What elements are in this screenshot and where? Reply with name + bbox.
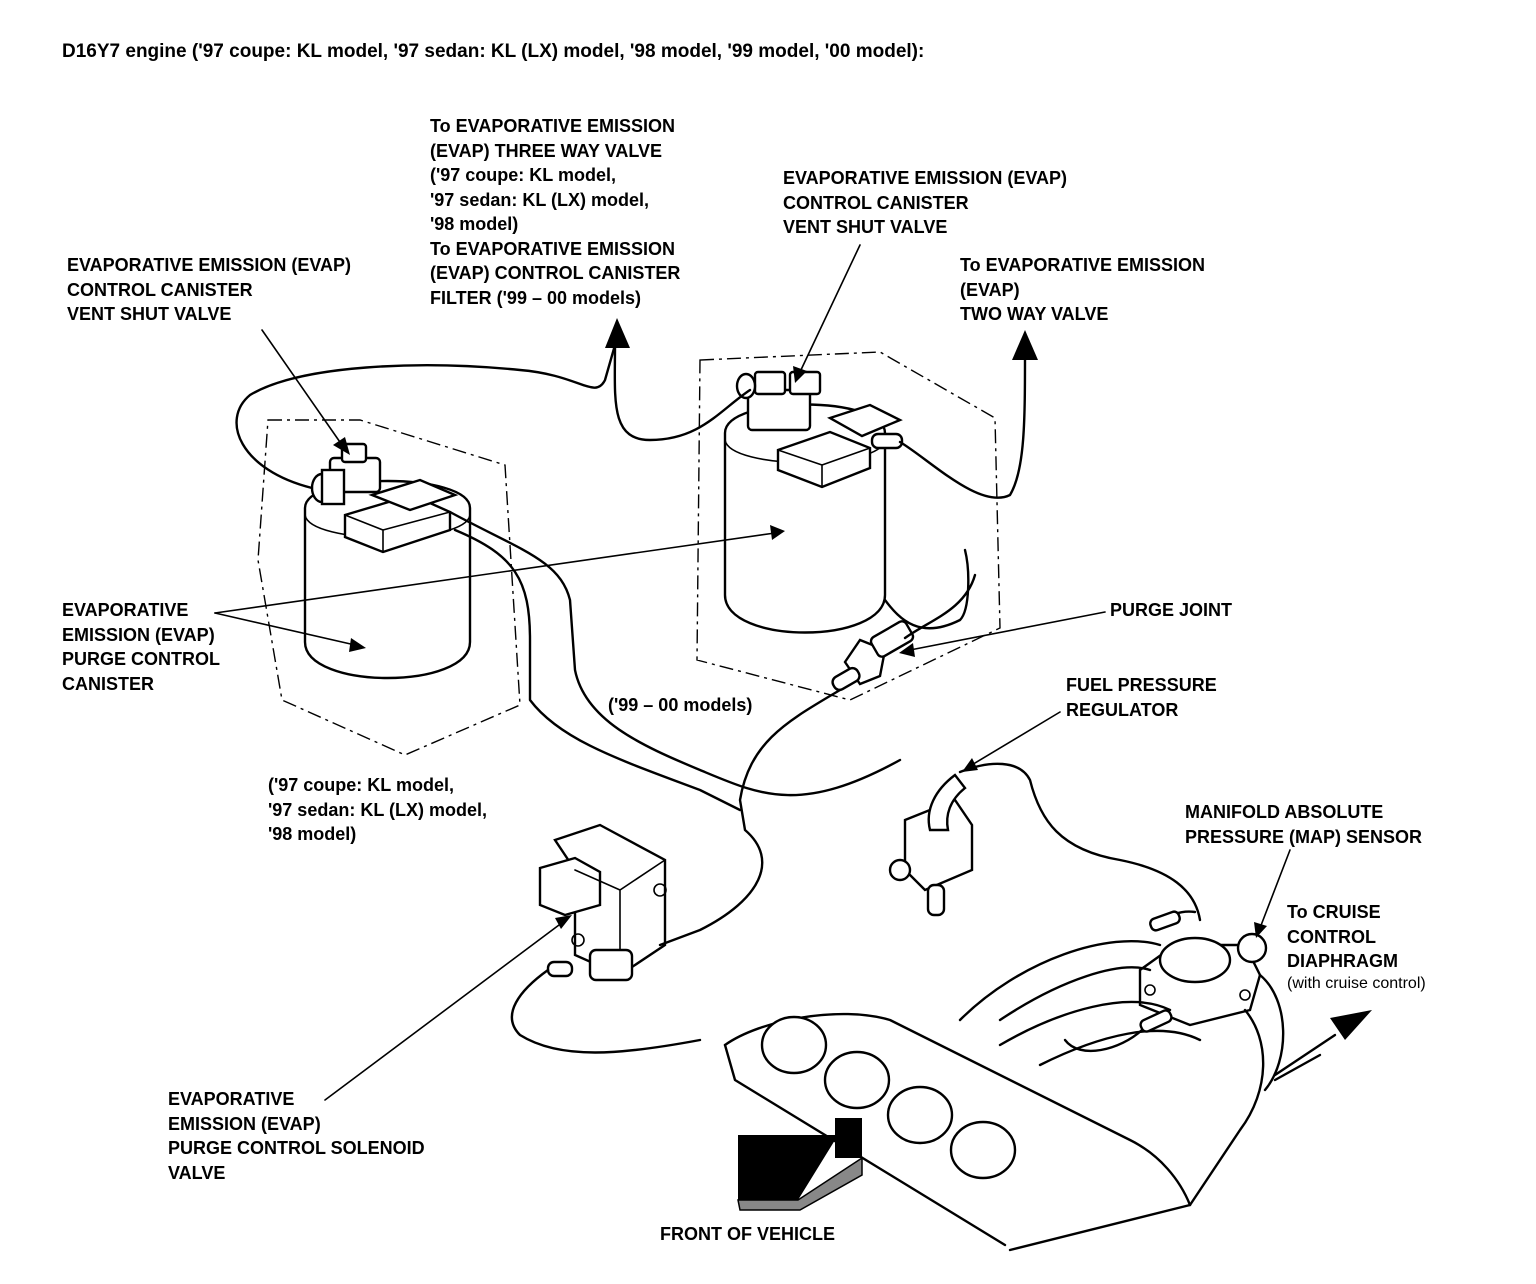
purge-solenoid-valve (538, 823, 667, 982)
map-sensor (1138, 932, 1268, 1027)
label-purge-canister: EVAPORATIVE EMISSION (EVAP) PURGE CONTRO… (62, 600, 221, 694)
fuel-pressure-regulator (888, 773, 974, 917)
label-cruise-control: To CRUISE CONTROL DIAPHRAGM (with cruise… (1287, 902, 1426, 992)
right-vent-shut-valve (735, 370, 822, 432)
page-title: D16Y7 engine ('97 coupe: KL model, '97 s… (62, 41, 925, 62)
label-models-97-98: ('97 coupe: KL model, '97 sedan: KL (LX)… (268, 775, 487, 844)
left-canister-enclosure (257, 419, 521, 756)
left-purge-canister (303, 478, 472, 680)
arrow-to-cruise-control (1273, 1010, 1372, 1077)
label-vent-shut-valve-left: EVAPORATIVE EMISSION (EVAP) CONTROL CANI… (67, 255, 352, 324)
purge-joint (831, 620, 915, 692)
label-three-way-valve: To EVAPORATIVE EMISSION (EVAP) THREE WAY… (430, 116, 681, 308)
label-vent-shut-valve-right: EVAPORATIVE EMISSION (EVAP) CONTROL CANI… (783, 168, 1068, 237)
label-purge-joint: PURGE JOINT (1110, 600, 1233, 620)
label-purge-solenoid: EVAPORATIVE EMISSION (EVAP) PURGE CONTRO… (168, 1089, 425, 1183)
label-fuel-pressure-regulator: FUEL PRESSURE REGULATOR (1066, 675, 1217, 720)
left-vent-shut-valve (310, 442, 382, 506)
intake-manifold (723, 940, 1285, 1252)
label-front-of-vehicle: FRONT OF VEHICLE (660, 1224, 835, 1244)
right-purge-canister (723, 403, 904, 634)
hoses (235, 343, 1322, 1082)
arrow-to-two-way-valve (1012, 330, 1038, 360)
leader-lines (214, 244, 1291, 1101)
label-map-sensor: MANIFOLD ABSOLUTE PRESSURE (MAP) SENSOR (1185, 802, 1423, 847)
arrow-to-three-way-valve (605, 318, 630, 348)
label-two-way-valve: To EVAPORATIVE EMISSION (EVAP) TWO WAY V… (960, 255, 1206, 324)
right-canister-enclosure (696, 351, 1001, 701)
label-models-99-00: ('99 – 00 models) (608, 695, 753, 715)
front-of-vehicle-arrow (737, 1118, 863, 1211)
